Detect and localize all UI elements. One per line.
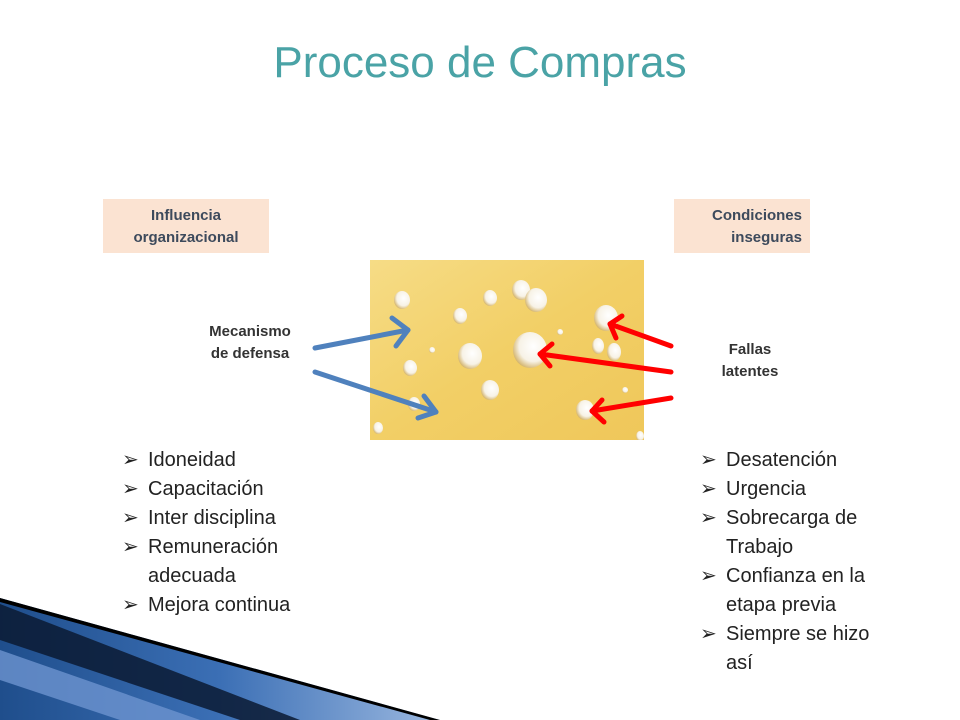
- arrowhead-bullet-icon: ➢: [122, 507, 139, 529]
- right-list-item: ➢ Confianza en la etapa previa: [694, 562, 914, 620]
- right-list-item-text: Urgencia: [726, 478, 807, 500]
- left-list-item-text: Idoneidad: [148, 449, 236, 471]
- right-list-item-text: Trabajo: [726, 536, 794, 558]
- label-left-line-2: de defensa: [210, 345, 290, 362]
- arrowhead-bullet-icon: ➢: [700, 507, 717, 529]
- right-list-item-text: Confianza en la: [726, 565, 865, 587]
- arrowhead-bullet-icon: ➢: [122, 536, 139, 558]
- arrowhead-bullet-icon: ➢: [122, 478, 139, 500]
- right-list-item-text: etapa previa: [726, 594, 837, 616]
- label-right-line-1: Fallas: [728, 341, 772, 358]
- condiciones-inseguras-tag: Condiciones inseguras: [674, 199, 810, 253]
- label-left-line-1: Mecanismo: [209, 323, 291, 340]
- left-list-item-text: Remuneración: [148, 536, 279, 558]
- left-list-item-text: Inter disciplina: [148, 507, 276, 529]
- right-list-item-text: Siempre se hizo: [726, 623, 870, 645]
- tag-right-line-2: inseguras: [731, 229, 802, 246]
- left-list-item: ➢ Inter disciplina: [116, 504, 346, 533]
- left-list-item-text: Capacitación: [148, 478, 264, 500]
- right-bullet-list: ➢ Desatención ➢ Urgencia ➢ Sobrecarga de Traba…: [694, 446, 914, 678]
- right-list-item: ➢ Siempre se hizo así: [694, 620, 914, 678]
- arrowhead-bullet-icon: ➢: [700, 449, 717, 471]
- label-right-line-2: latentes: [721, 363, 779, 380]
- left-list-item-text: Mejora continua: [148, 594, 291, 616]
- right-list-item-text: Sobrecarga de: [726, 507, 858, 529]
- left-list-item: ➢ Mejora continua: [116, 591, 346, 620]
- tag-right-line-1: Condiciones: [711, 207, 802, 224]
- arrowhead-bullet-icon: ➢: [122, 449, 139, 471]
- left-list-item: ➢ Capacitación: [116, 475, 346, 504]
- arrowhead-bullet-icon: ➢: [700, 565, 717, 587]
- swiss-cheese-image: [370, 260, 644, 440]
- slide-title: Proceso de Compras: [273, 38, 687, 87]
- arrowhead-bullet-icon: ➢: [700, 478, 717, 500]
- right-list-item-text: Desatención: [726, 449, 838, 471]
- left-list-item: ➢ Idoneidad: [116, 446, 346, 475]
- right-list-item: ➢ Urgencia: [694, 475, 914, 504]
- right-list-item: ➢ Desatención: [694, 446, 914, 475]
- arrowhead-bullet-icon: ➢: [700, 623, 717, 645]
- tag-left-line-2: organizacional: [133, 229, 239, 246]
- influencia-organizacional-tag: Influencia organizacional: [103, 199, 269, 253]
- right-list-item: ➢ Sobrecarga de Trabajo: [694, 504, 914, 562]
- mecanismo-de-defensa-label: Mecanismo de defensa: [175, 321, 325, 365]
- left-bullet-list: ➢ Idoneidad ➢ Capacitación ➢ Inter disciplina…: [116, 446, 346, 620]
- tag-left-line-1: Influencia: [150, 207, 221, 224]
- fallas-latentes-label: Fallas latentes: [690, 339, 810, 383]
- right-list-item-text: así: [726, 652, 753, 674]
- arrowhead-bullet-icon: ➢: [122, 594, 139, 616]
- left-list-item: ➢ Remuneración adecuada: [116, 533, 346, 591]
- left-list-item-text: adecuada: [148, 565, 236, 587]
